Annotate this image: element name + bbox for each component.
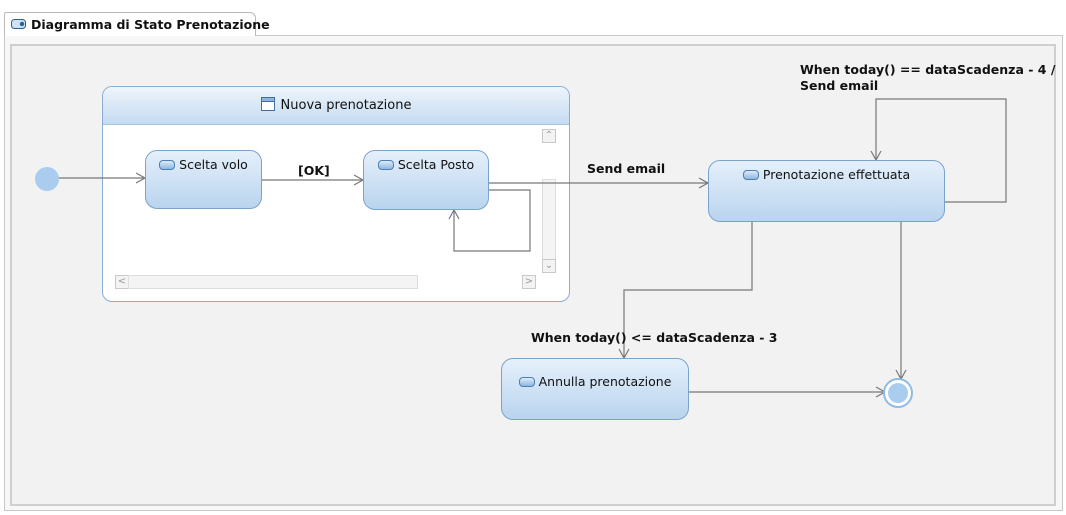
edge-self-effettuata [870,98,1007,203]
transition-label-when-minus4-line2[interactable]: Send email [800,78,879,93]
transition-label-send-email[interactable]: Send email [587,161,666,176]
scroll-up-icon[interactable]: ⌃ [542,129,556,143]
state-icon [377,160,394,170]
state-label: Scelta Posto [397,157,475,172]
state-scelta-volo[interactable]: Scelta volo [145,150,262,209]
scroll-down-icon[interactable]: ⌄ [542,259,556,273]
final-node[interactable] [882,377,914,409]
state-label: Annulla prenotazione [538,374,672,389]
edge-self-scelta-posto [448,189,531,252]
diagram-title: Diagramma di Stato Prenotazione [31,17,270,32]
state-scelta-posto[interactable]: Scelta Posto [363,150,489,210]
edge-to-annulla [618,222,753,360]
transition-label-ok[interactable]: [OK] [298,163,330,178]
composite-header: Nuova prenotazione [103,87,569,125]
state-label: Scelta volo [179,157,248,172]
composite-horizontal-scrollbar[interactable]: < > [115,275,539,291]
state-prenotazione-effettuata[interactable]: Prenotazione effettuata [708,160,945,222]
initial-node[interactable] [34,166,60,192]
state-label: Prenotazione effettuata [762,167,911,182]
composite-title: Nuova prenotazione [280,98,412,113]
composite-state-icon [260,96,275,115]
scroll-track-horizontal[interactable] [128,275,418,289]
diagram-tab[interactable]: Diagramma di Stato Prenotazione [4,12,270,36]
transition-label-when-minus4-line1[interactable]: When today() == dataScadenza - 4 / [800,62,1056,77]
state-icon [742,170,759,180]
state-icon [518,377,535,387]
composite-vertical-scrollbar[interactable]: ⌃ ⌄ [541,129,559,273]
transition-label-when-minus3[interactable]: When today() <= dataScadenza - 3 [531,330,778,345]
state-diagram-icon [11,15,27,34]
state-annulla-prenotazione[interactable]: Annulla prenotazione [501,358,689,420]
scroll-right-icon[interactable]: > [522,275,536,289]
state-icon [159,160,176,170]
